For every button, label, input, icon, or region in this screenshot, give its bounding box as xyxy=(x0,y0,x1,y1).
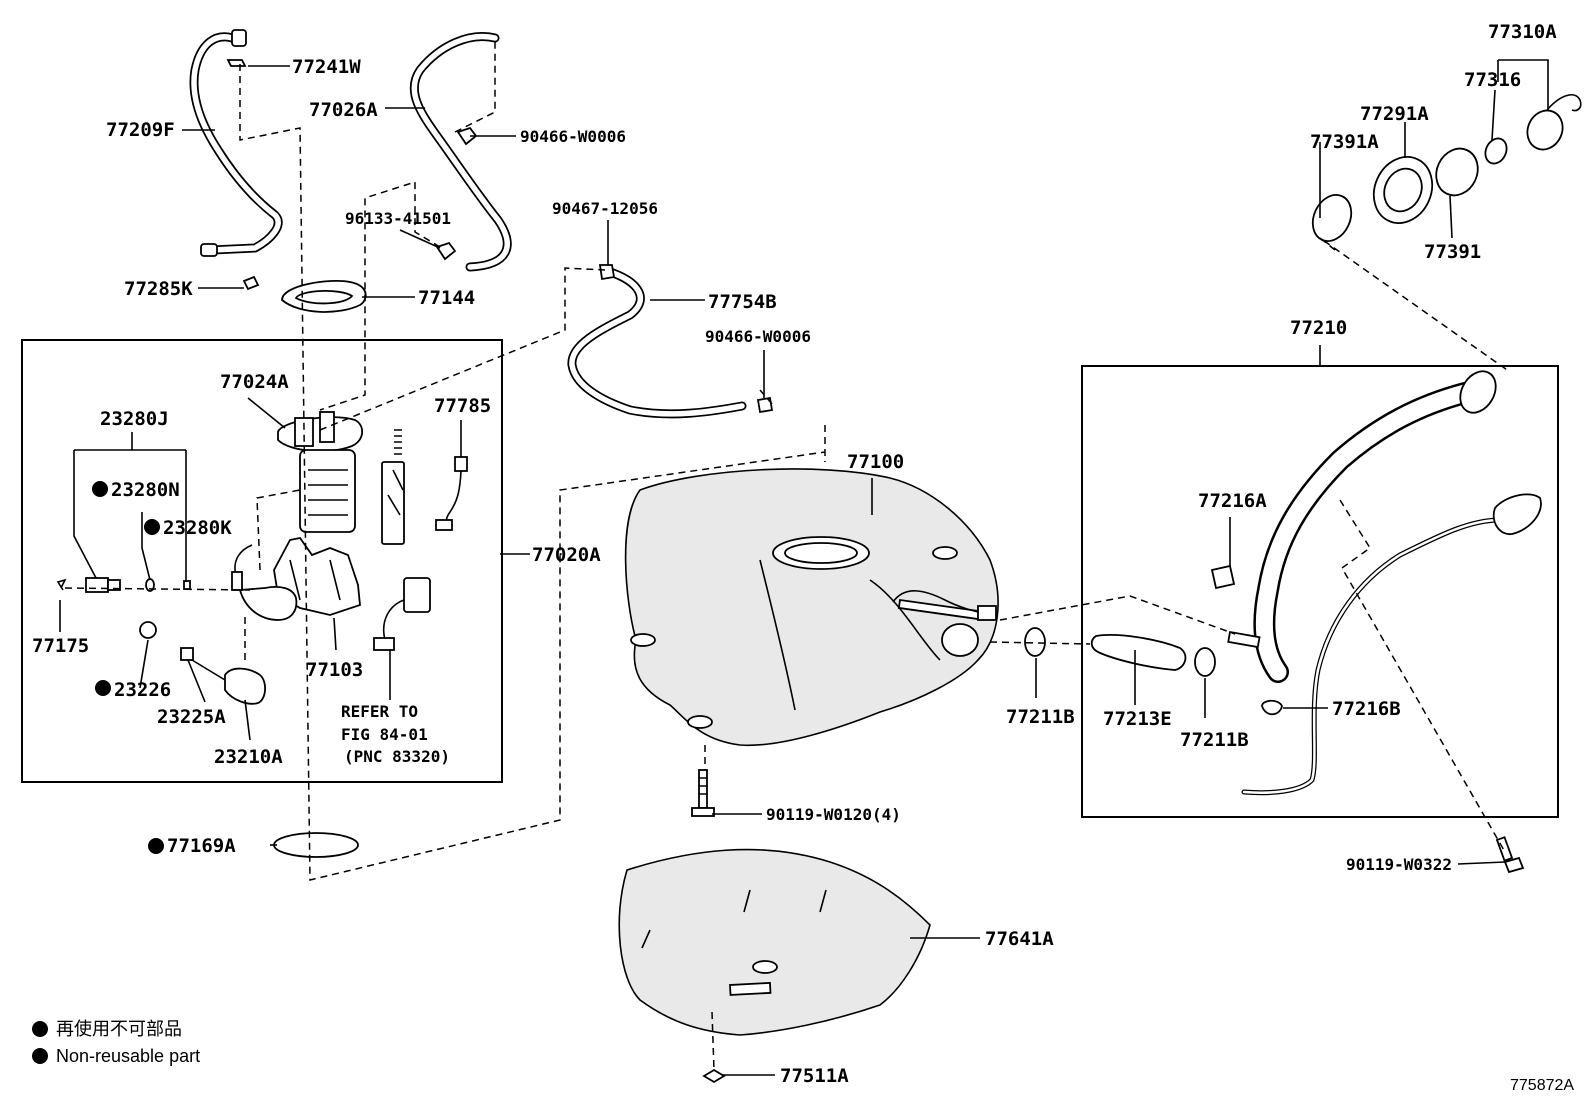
gasket-77391A-icon xyxy=(1311,194,1353,242)
label-77103: 77103 xyxy=(306,659,363,681)
label-23280J: 23280J xyxy=(100,408,169,430)
breather-hose-77209F xyxy=(189,29,283,257)
legend-dot-jp xyxy=(32,1021,48,1037)
figure-id: 775872A xyxy=(1510,1077,1574,1094)
legend-dot-en xyxy=(32,1048,48,1064)
label-23225A: 23225A xyxy=(157,706,226,728)
pressure-regulator-icon xyxy=(231,544,298,621)
legend-japanese: 再使用不可部品 xyxy=(56,1019,182,1039)
label-77511A: 77511A xyxy=(780,1065,849,1087)
label-23280N: 23280N xyxy=(111,479,180,501)
fuel-pump-77024A xyxy=(277,411,364,533)
label-77211B-right: 77211B xyxy=(1180,729,1249,751)
label-90119-W0120-4: 90119-W0120(4) xyxy=(766,805,901,824)
clamp-96133-icon xyxy=(435,241,457,261)
label-77175: 77175 xyxy=(32,635,89,657)
label-77209F: 77209F xyxy=(106,119,175,141)
retainer-ring-77144-icon xyxy=(281,279,367,313)
fuel-pump-assembly-box xyxy=(21,339,503,783)
clip-77241W-icon xyxy=(226,59,247,67)
filler-pipe-assembly-box xyxy=(1081,365,1559,818)
clamp-77211B-left-icon xyxy=(1024,627,1046,657)
refer-to-line1: REFER TO xyxy=(341,702,418,721)
label-77316: 77316 xyxy=(1464,69,1521,91)
label-77024A: 77024A xyxy=(220,371,289,393)
leader-lines xyxy=(59,59,1549,1076)
label-77391A: 77391A xyxy=(1310,131,1379,153)
o-ring-23226-icon xyxy=(139,621,157,639)
o-ring-77391-icon xyxy=(1435,147,1479,197)
vent-hose-77026A xyxy=(409,32,512,272)
gasket-77316-icon xyxy=(1484,137,1508,165)
label-77754B: 77754B xyxy=(708,291,777,313)
label-77391: 77391 xyxy=(1424,241,1481,263)
clip-77511A-icon xyxy=(702,1068,726,1084)
protector-77641A xyxy=(618,848,931,1036)
float-arm-icon xyxy=(381,429,405,545)
cushion-23225A-icon xyxy=(180,647,194,661)
label-77169A: 77169A xyxy=(167,835,236,857)
clamp-77216A-icon xyxy=(1210,564,1236,590)
label-77211B-left: 77211B xyxy=(1006,706,1075,728)
filler-pipe-77210 xyxy=(1227,370,1542,796)
wire-harness-icon xyxy=(373,577,431,651)
sender-gauge-77785 xyxy=(435,456,468,531)
clamp-90466-mid-icon xyxy=(756,396,774,414)
label-77241W: 77241W xyxy=(292,56,361,78)
bolt-90119-W0322-icon xyxy=(1495,836,1525,874)
gasket-77169A-icon xyxy=(273,832,359,858)
fuel-cap-77310A-icon xyxy=(1526,94,1582,151)
label-77285K: 77285K xyxy=(124,278,193,300)
label-77216B: 77216B xyxy=(1332,698,1401,720)
label-90467-12056: 90467-12056 xyxy=(552,199,658,218)
label-77310A: 77310A xyxy=(1488,21,1557,43)
non-reusable-dot-23280N xyxy=(92,481,108,497)
clamp-77216B-icon xyxy=(1261,699,1283,716)
legend-english: Non-reusable part xyxy=(56,1046,200,1066)
label-90119-W0322: 90119-W0322 xyxy=(1346,855,1452,874)
refer-to-line3: (PNC 83320) xyxy=(344,747,450,766)
fuel-tank-77100 xyxy=(624,468,999,747)
label-90466-W0006-top: 90466-W0006 xyxy=(520,127,626,146)
label-77641A: 77641A xyxy=(985,928,1054,950)
clamp-77211B-right-icon xyxy=(1194,647,1216,677)
label-90466-W0006-mid: 90466-W0006 xyxy=(705,327,811,346)
bolt-90119-W0120-icon xyxy=(691,769,715,817)
label-77216A: 77216A xyxy=(1198,490,1267,512)
refer-to-line2: FIG 84-01 xyxy=(341,725,428,744)
label-77210: 77210 xyxy=(1290,317,1347,339)
label-77026A: 77026A xyxy=(309,99,378,121)
clip-77175-icon xyxy=(56,578,67,591)
clip-77285K-icon xyxy=(242,275,260,291)
label-77213E: 77213E xyxy=(1103,708,1172,730)
filler-neck-77291A-icon xyxy=(1372,156,1434,224)
filter-23210A-icon xyxy=(191,659,266,705)
label-96133-41501: 96133-41501 xyxy=(345,209,451,228)
label-77291A: 77291A xyxy=(1360,103,1429,125)
label-77020A: 77020A xyxy=(532,544,601,566)
non-reusable-dot-23280K xyxy=(144,519,160,535)
label-23280K: 23280K xyxy=(163,517,232,539)
dashed-assembly-lines xyxy=(64,38,1511,1071)
hose-77754B xyxy=(567,267,747,419)
clamp-90467-icon xyxy=(598,264,616,281)
non-reusable-dot-77169A xyxy=(148,838,164,854)
label-77100: 77100 xyxy=(847,451,904,473)
label-23210A: 23210A xyxy=(214,746,283,768)
label-23226: 23226 xyxy=(114,679,171,701)
label-77144: 77144 xyxy=(418,287,475,309)
hose-77213E-icon xyxy=(1090,634,1187,671)
label-77785: 77785 xyxy=(434,395,491,417)
non-reusable-dot-23226 xyxy=(95,680,111,696)
